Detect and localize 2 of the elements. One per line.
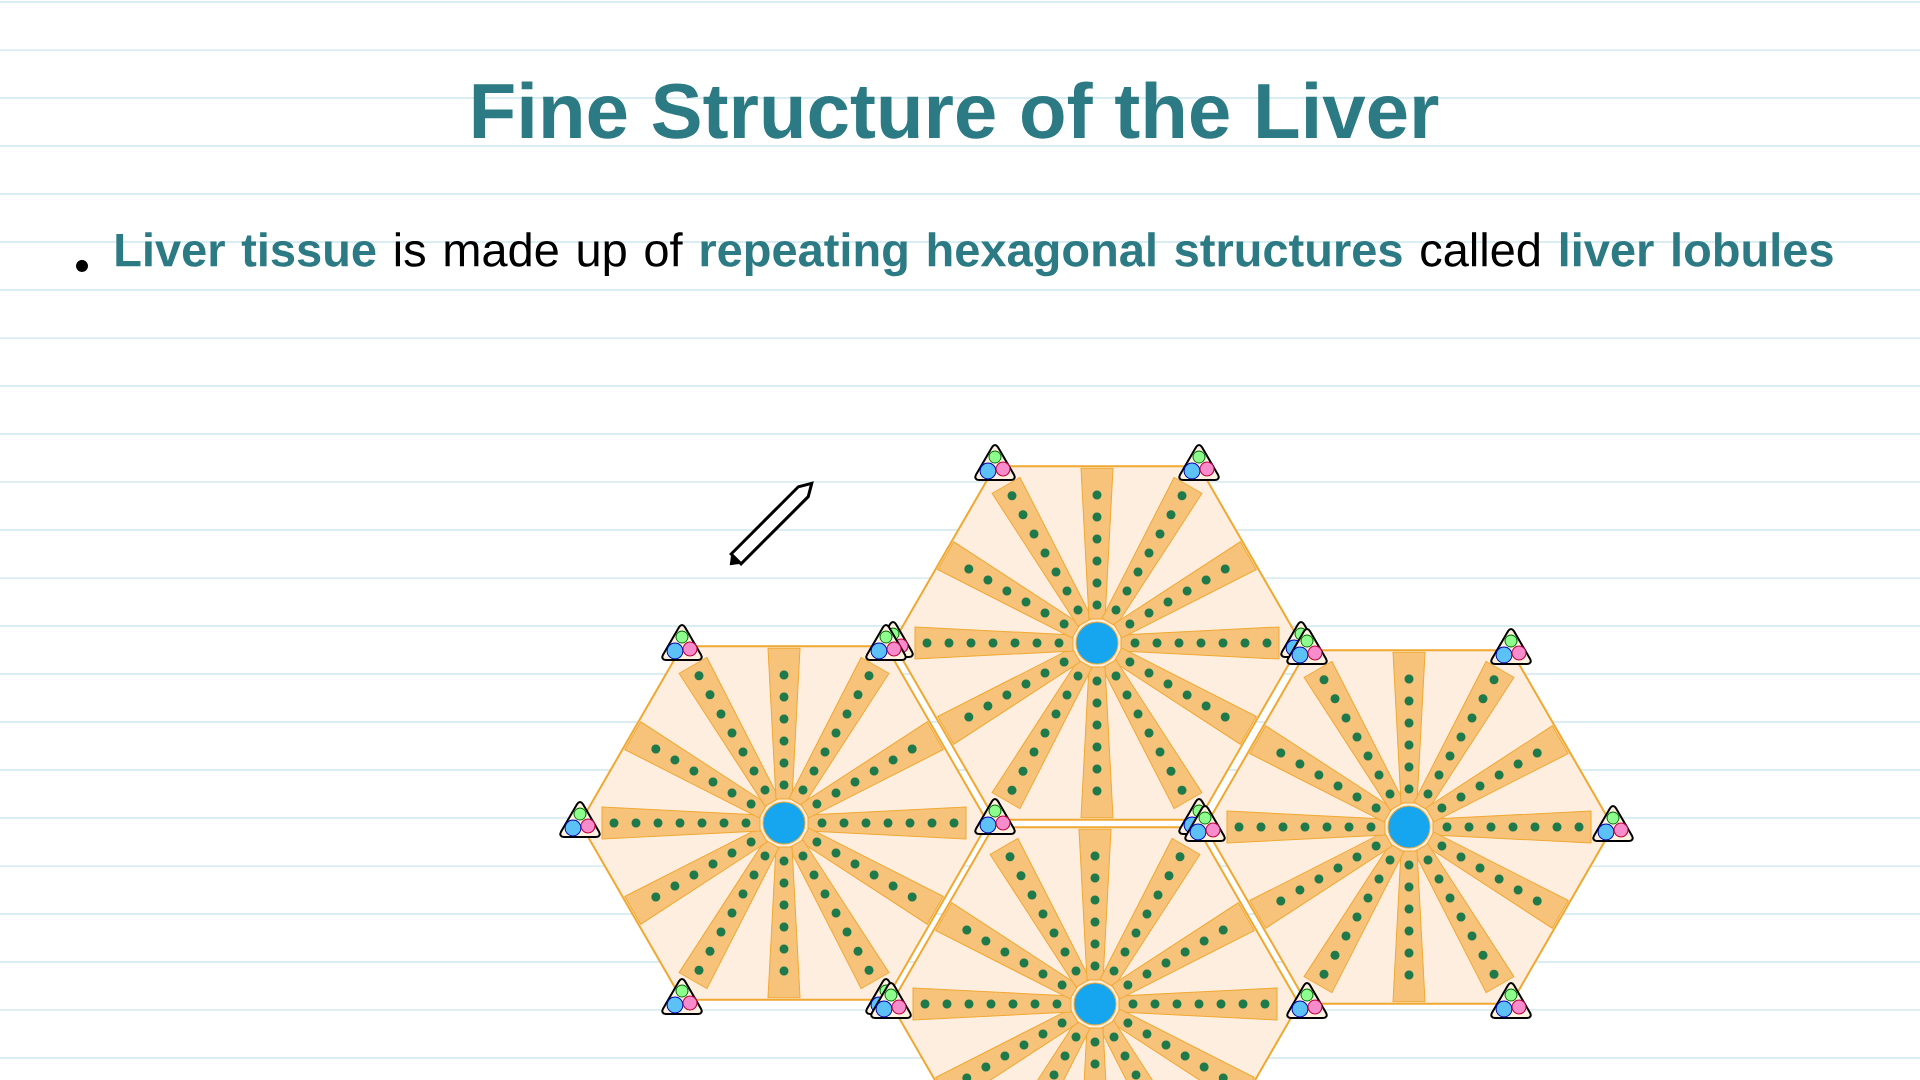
bullet-text: Liver tissue is made up of repeating hexagonal structures called liver lobules (116, 232, 1833, 277)
title: Fine Structure of the Liver (473, 81, 1439, 139)
